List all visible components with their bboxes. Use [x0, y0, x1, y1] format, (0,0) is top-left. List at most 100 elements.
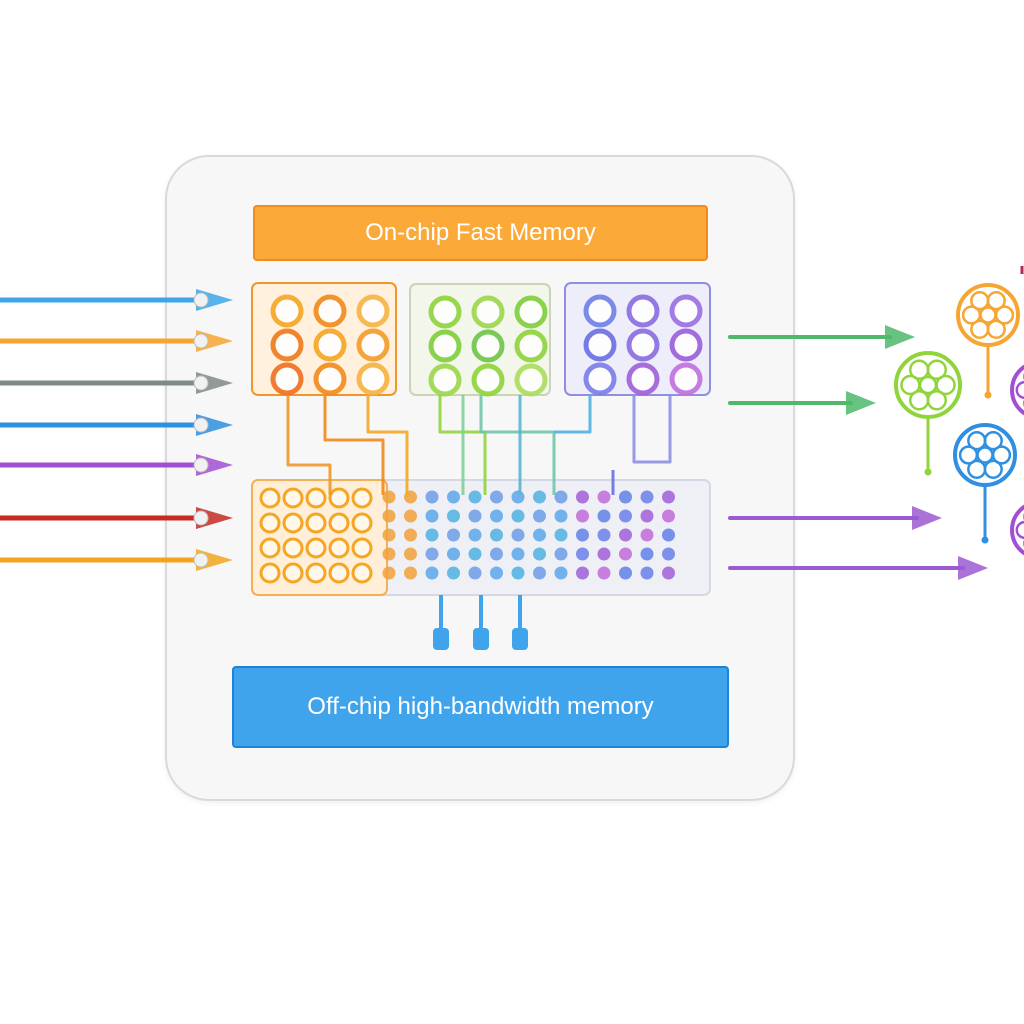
memory-cell-icon: [270, 294, 304, 328]
arrow-node-icon: [193, 417, 209, 433]
array-cell-icon: [305, 537, 327, 559]
output-arrow: [728, 506, 942, 530]
connector-plug-icon: [473, 628, 489, 650]
arrow-head-icon: [846, 391, 876, 415]
cluster-node: [967, 459, 987, 479]
array-dot-icon: [468, 528, 482, 542]
memory-cell-icon: [428, 329, 462, 363]
array-cell-icon: [282, 537, 304, 559]
arrow-node-icon: [193, 552, 209, 568]
array-dot-icon: [640, 547, 654, 561]
array-cell-icon: [259, 562, 281, 584]
array-dot-icon: [490, 547, 503, 561]
array-cell-icon: [282, 512, 304, 534]
array-dot-icon: [576, 490, 589, 504]
memory-cell-icon: [356, 362, 390, 396]
array-dot-icon: [662, 509, 675, 523]
input-arrow: [0, 372, 233, 394]
cluster-stem-end: [984, 391, 992, 399]
connection-wire: [286, 395, 332, 495]
offchip-memory-label: Off-chip high-bandwidth memory: [232, 666, 729, 748]
array-cell-icon: [282, 562, 304, 584]
array-dot-icon: [511, 528, 525, 542]
arrow-node-icon: [193, 292, 209, 308]
array-dot-icon: [425, 547, 439, 561]
array-dot-icon: [511, 547, 525, 561]
memory-cell-icon: [270, 328, 304, 362]
array-dot-icon: [533, 566, 546, 580]
memory-cell-icon: [514, 329, 548, 363]
array-dot-icon: [425, 509, 439, 523]
cluster-node: [1015, 380, 1024, 400]
memory-cell-icon: [583, 328, 617, 362]
input-arrow: [0, 414, 233, 436]
array-dot-icon: [554, 566, 568, 580]
memory-cell-icon: [270, 362, 304, 396]
arrow-node-icon: [193, 375, 209, 391]
memory-cell-icon: [583, 294, 617, 328]
memory-cell-icon: [471, 295, 505, 329]
array-cell-icon: [328, 487, 350, 509]
memory-cell-icon: [514, 363, 548, 397]
array-dot-icon: [447, 509, 460, 523]
array-dot-icon: [468, 509, 482, 523]
array-cell-icon: [259, 487, 281, 509]
arrow-head-icon: [958, 556, 988, 580]
memory-cell-icon: [428, 295, 462, 329]
connection-wire: [323, 395, 385, 495]
connector-plug-icon: [433, 628, 449, 650]
array-dot-icon: [597, 566, 611, 580]
cluster-node: [908, 390, 930, 411]
array-dot-icon: [511, 566, 525, 580]
arrow-node-icon: [193, 457, 209, 473]
offchip-connector: [433, 595, 449, 650]
array-dot-icon: [468, 490, 482, 504]
array-dot-icon: [554, 509, 568, 523]
array-dot-icon: [619, 509, 632, 523]
array-dot-icon: [490, 490, 503, 504]
array-dot-icon: [619, 528, 632, 542]
input-arrow: [0, 454, 233, 476]
array-dot-icon: [662, 490, 675, 504]
cluster-node: [983, 431, 1003, 451]
array-dot-icon: [425, 490, 439, 504]
array-dot-icon: [533, 528, 546, 542]
array-cell-icon: [305, 512, 327, 534]
arrow-node-icon: [193, 510, 209, 526]
array-cell-icon: [351, 487, 373, 509]
array-dot-icon: [447, 490, 460, 504]
cluster-ring: [956, 283, 1020, 347]
array-dot-icon: [468, 547, 482, 561]
array-dot-icon: [554, 528, 568, 542]
array-cell-icon: [282, 487, 304, 509]
array-cell-icon: [351, 512, 373, 534]
array-dot-icon: [576, 528, 589, 542]
array-dot-icon: [382, 566, 396, 580]
memory-cell-icon: [471, 363, 505, 397]
array-dot-icon: [404, 566, 417, 580]
array-dot-icon: [662, 566, 675, 580]
memory-cell-icon: [356, 328, 390, 362]
memory-cell-icon: [356, 294, 390, 328]
array-cell-icon: [259, 537, 281, 559]
cluster-stem-end: [981, 536, 989, 544]
array-dot-icon: [490, 566, 503, 580]
offchip-connector: [512, 595, 528, 650]
array-dot-icon: [468, 566, 482, 580]
cluster-node: [970, 319, 990, 339]
array-dot-icon: [619, 490, 632, 504]
array-dot-icon: [382, 490, 396, 504]
array-cell-icon: [259, 512, 281, 534]
array-dot-icon: [404, 547, 417, 561]
array-dot-icon: [447, 547, 460, 561]
processing-array: [251, 479, 711, 596]
memory-cell-icon: [471, 329, 505, 363]
output-cluster-icon: [953, 423, 1017, 544]
array-cell-icon: [305, 487, 327, 509]
array-cell-icon: [351, 562, 373, 584]
arrow-node-icon: [193, 333, 209, 349]
output-cluster-icon: [1010, 364, 1024, 416]
connection-wire: [554, 395, 592, 434]
output-cluster-icon: [956, 283, 1020, 399]
